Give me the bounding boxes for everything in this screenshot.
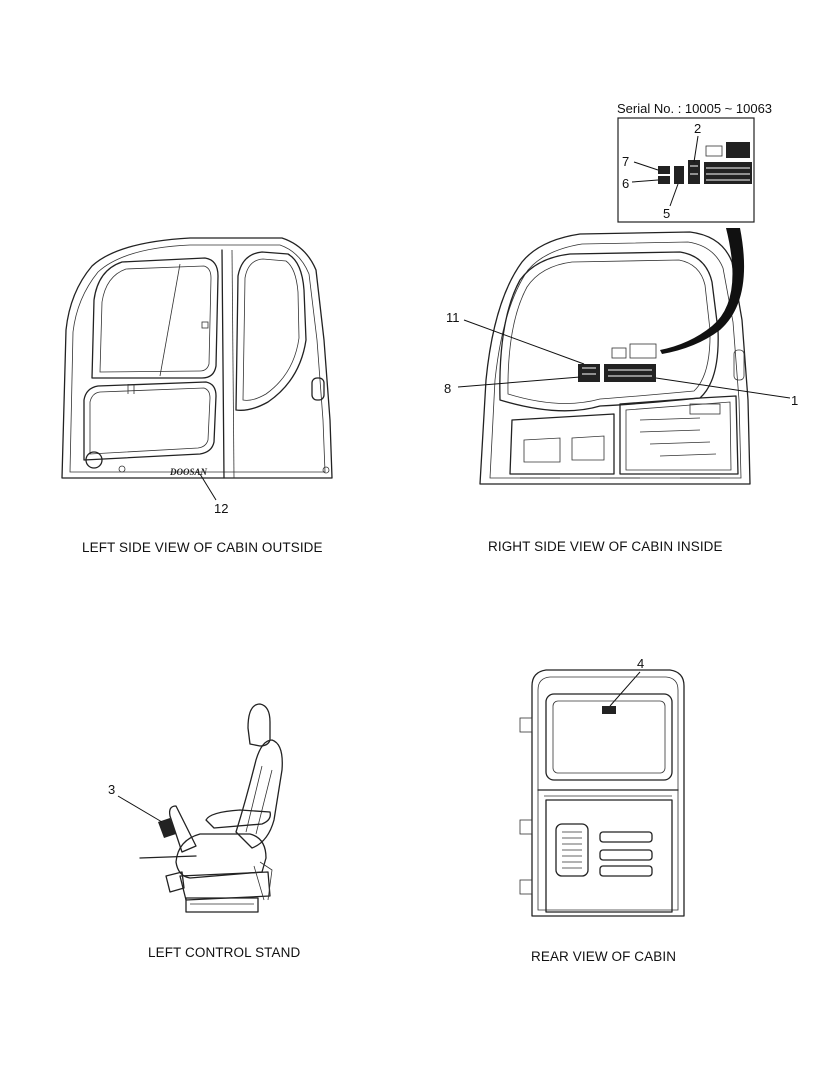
cabin-right-side-drawing <box>457 228 791 485</box>
caption-left-side-view: LEFT SIDE VIEW OF CABIN OUTSIDE <box>82 540 323 555</box>
serial-detail-box <box>617 117 755 223</box>
serial-number-label: Serial No. : 10005 ~ 10063 <box>617 101 773 116</box>
callout-5: 5 <box>663 206 671 221</box>
callout-6: 6 <box>622 176 630 191</box>
control-stand-drawing <box>117 703 283 913</box>
cabin-left-side-drawing: DOOSAN <box>61 237 333 501</box>
caption-right-side-view: RIGHT SIDE VIEW OF CABIN INSIDE <box>488 539 723 554</box>
callout-3: 3 <box>108 782 116 797</box>
callout-4: 4 <box>637 656 645 671</box>
callout-2: 2 <box>694 121 702 136</box>
caption-rear-view: REAR VIEW OF CABIN <box>531 949 677 964</box>
callout-12: 12 <box>214 501 229 516</box>
callout-8: 8 <box>444 381 452 396</box>
doosan-logo: DOOSAN <box>169 467 208 477</box>
caption-left-control-stand: LEFT CONTROL STAND <box>148 945 301 960</box>
callout-7: 7 <box>622 154 630 169</box>
callout-11: 11 <box>446 310 460 325</box>
callout-1: 1 <box>791 393 799 408</box>
cabin-rear-drawing <box>519 669 685 917</box>
